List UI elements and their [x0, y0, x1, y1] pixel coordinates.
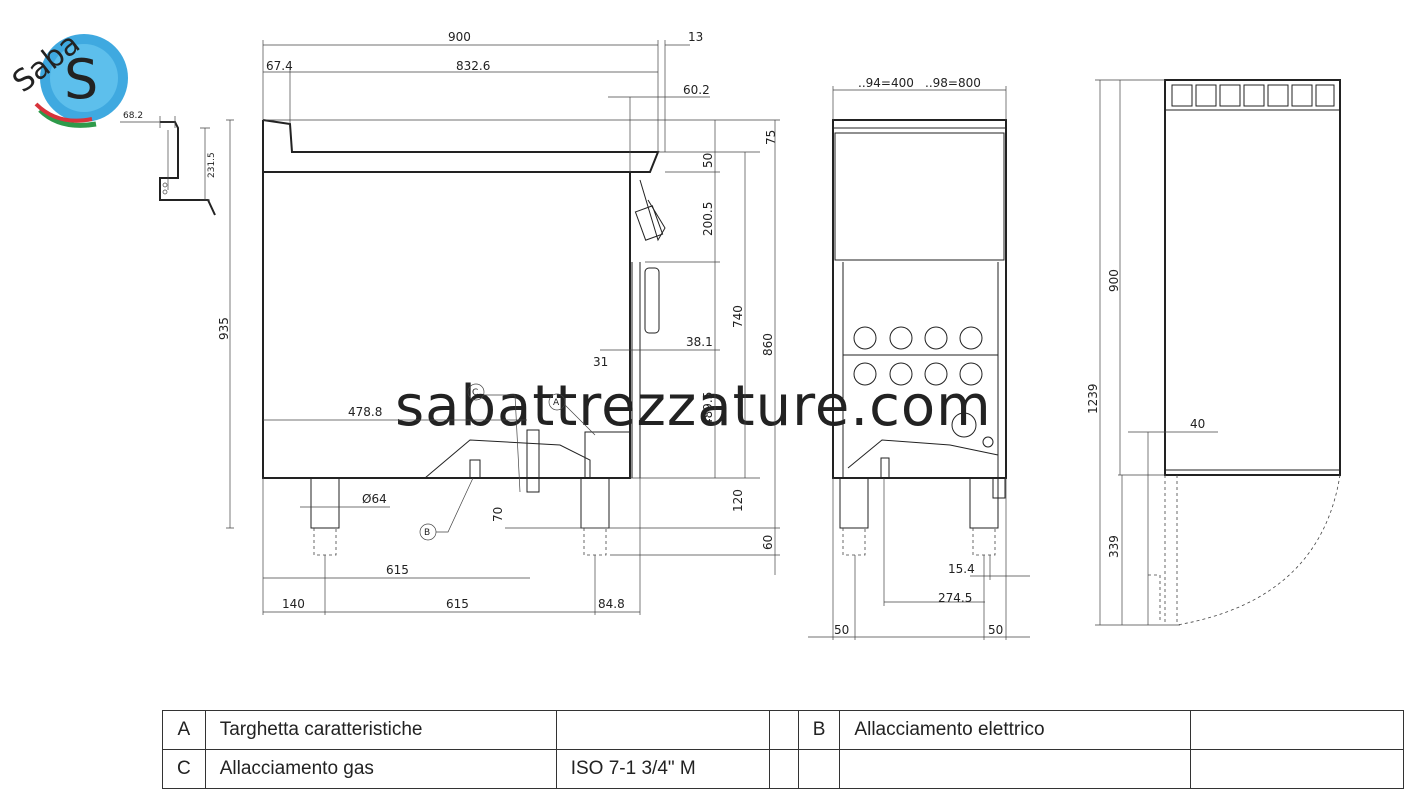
dim-339: 339 — [1107, 535, 1121, 558]
legend-key-c: C — [162, 749, 206, 789]
callout-b: B — [424, 528, 430, 538]
legend-label-empty — [839, 749, 1192, 789]
dim-31: 31 — [593, 355, 608, 369]
legend-value-b — [1190, 710, 1405, 750]
top-detail-view: 68.2 231.5 — [120, 111, 217, 216]
legend-key-b: B — [797, 710, 841, 750]
dim-60: 60 — [761, 535, 775, 550]
legend-label-a: Targhetta caratteristiche — [204, 710, 557, 750]
legend-row: A Targhetta caratteristiche B Allacciame… — [162, 710, 1405, 750]
dim-67-4: 67.4 — [266, 59, 293, 73]
front-view: ..94=400 ..98=800 15.4 274.5 50 50 — [808, 76, 1030, 640]
callout-c: C — [472, 388, 478, 398]
dim-231-5: 231.5 — [207, 152, 217, 178]
callout-a: A — [553, 398, 560, 408]
dim-75: 75 — [764, 130, 778, 145]
dim-68-2: 68.2 — [123, 111, 143, 121]
dim-489-5: 489.5 — [701, 392, 715, 426]
legend-divider — [768, 749, 799, 789]
dim-860: 860 — [761, 333, 775, 356]
dim-84-8: 84.8 — [598, 597, 625, 611]
dim-274-5: 274.5 — [938, 591, 972, 605]
legend-key-a: A — [162, 710, 206, 750]
legend-divider — [768, 710, 799, 750]
dim-900: 900 — [448, 30, 471, 44]
saba-logo: S Saba — [6, 26, 128, 128]
dim-615-a: 615 — [386, 563, 409, 577]
dim-15-4: 15.4 — [948, 562, 975, 576]
legend-key-empty — [797, 749, 841, 789]
dim-478-8: 478.8 — [348, 405, 382, 419]
dim-50: 50 — [701, 153, 715, 168]
legend-label-c: Allacciamento gas — [204, 749, 557, 789]
dim-200-5: 200.5 — [701, 202, 715, 236]
watermark: sabattrezzature.com — [395, 374, 992, 439]
dim-front-50-b: 50 — [988, 623, 1003, 637]
dim-70: 70 — [491, 507, 505, 522]
technical-drawing: sabattrezzature.com S Saba 68.2 231.5 — [6, 26, 1341, 640]
dim-832-6: 832.6 — [456, 59, 490, 73]
legend-table: A Targhetta caratteristiche B Allacciame… — [162, 710, 1405, 789]
side-view: 900 13 67.4 832.6 60.2 75 50 200.5 740 8… — [217, 30, 780, 615]
dim-38-1: 38.1 — [686, 335, 713, 349]
dim-1239: 1239 — [1086, 383, 1100, 414]
legend-value-a — [555, 710, 770, 750]
back-view: 900 1239 40 339 — [1086, 79, 1341, 626]
dim-935: 935 — [217, 317, 231, 340]
legend-value-c: ISO 7-1 3/4" M — [555, 749, 770, 789]
dim-40: 40 — [1190, 417, 1205, 431]
dim-front-50-a: 50 — [834, 623, 849, 637]
logo-letter: S — [64, 48, 98, 111]
legend-row: C Allacciamento gas ISO 7-1 3/4" M — [162, 749, 1405, 789]
dim-60-2: 60.2 — [683, 83, 710, 97]
dim-140: 140 — [282, 597, 305, 611]
dim-front-800: ..98=800 — [925, 76, 981, 90]
dim-back-900: 900 — [1107, 269, 1121, 292]
legend-value-empty — [1190, 749, 1405, 789]
dim-740: 740 — [731, 305, 745, 328]
dim-615-b: 615 — [446, 597, 469, 611]
dim-120: 120 — [731, 489, 745, 512]
dim-front-400: ..94=400 — [858, 76, 914, 90]
legend-label-b: Allacciamento elettrico — [839, 710, 1192, 750]
dim-diam-64: Ø64 — [362, 492, 387, 506]
dim-13: 13 — [688, 30, 703, 44]
